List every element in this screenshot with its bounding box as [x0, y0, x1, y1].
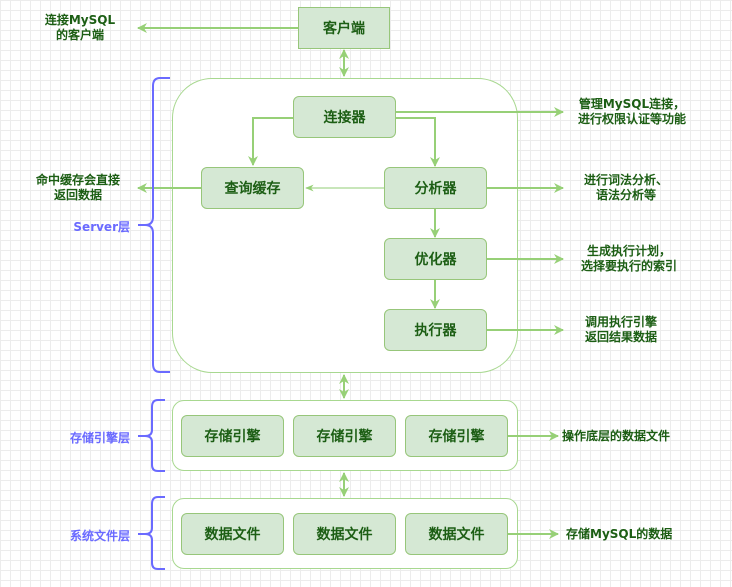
optimizer-box[interactable]: 优化器 — [384, 238, 487, 280]
data-file-label: 数据文件 — [316, 527, 373, 543]
arrow-connector-analyzer — [395, 117, 440, 167]
executor-note: 调用执行引擎 返回结果数据 — [584, 315, 657, 344]
data-file-box[interactable]: 数据文件 — [181, 513, 284, 555]
storage-engine-box[interactable]: 存储引擎 — [181, 415, 284, 457]
query-cache-label: 查询缓存 — [224, 181, 281, 197]
executor-label: 执行器 — [414, 323, 457, 339]
file-layer-label: 系统文件层 — [69, 529, 130, 543]
arrow-connector-cache — [248, 117, 293, 166]
storage-engine-box[interactable]: 存储引擎 — [293, 415, 396, 457]
storage-engine-label: 存储引擎 — [316, 429, 373, 445]
analyzer-box[interactable]: 分析器 — [384, 167, 487, 209]
data-file-box[interactable]: 数据文件 — [293, 513, 396, 555]
connector-note: 管理MySQL连接， 进行权限认证等功能 — [577, 97, 686, 126]
client-label: 客户端 — [323, 21, 365, 37]
data-file-label: 数据文件 — [428, 527, 485, 543]
optimizer-note: 生成执行计划， 选择要执行的索引 — [580, 244, 677, 273]
analyzer-note: 进行词法分析、 语法分析等 — [583, 173, 668, 202]
storage-engine-label: 存储引擎 — [204, 429, 261, 445]
file-layer-note: 存储MySQL的数据 — [566, 527, 673, 541]
storage-layer-note: 操作底层的数据文件 — [562, 429, 671, 443]
client-box[interactable]: 客户端 — [298, 7, 390, 49]
storage-engine-label: 存储引擎 — [428, 429, 485, 445]
storage-layer-label: 存储引擎层 — [69, 431, 130, 445]
query-cache-box[interactable]: 查询缓存 — [201, 167, 304, 209]
brace-file — [138, 496, 165, 570]
data-file-label: 数据文件 — [204, 527, 261, 543]
brace-storage — [138, 399, 165, 472]
connector-label: 连接器 — [323, 110, 366, 126]
brace-server — [138, 77, 170, 373]
connector-box[interactable]: 连接器 — [293, 96, 396, 138]
storage-engine-box[interactable]: 存储引擎 — [405, 415, 508, 457]
optimizer-label: 优化器 — [414, 252, 457, 268]
executor-box[interactable]: 执行器 — [384, 309, 487, 351]
client-note: 连接MySQL 的客户端 — [44, 13, 116, 42]
server-layer-label: Server层 — [73, 220, 130, 234]
data-file-box[interactable]: 数据文件 — [405, 513, 508, 555]
query-cache-note: 命中缓存会直接 返回数据 — [35, 173, 120, 202]
analyzer-label: 分析器 — [414, 181, 457, 197]
